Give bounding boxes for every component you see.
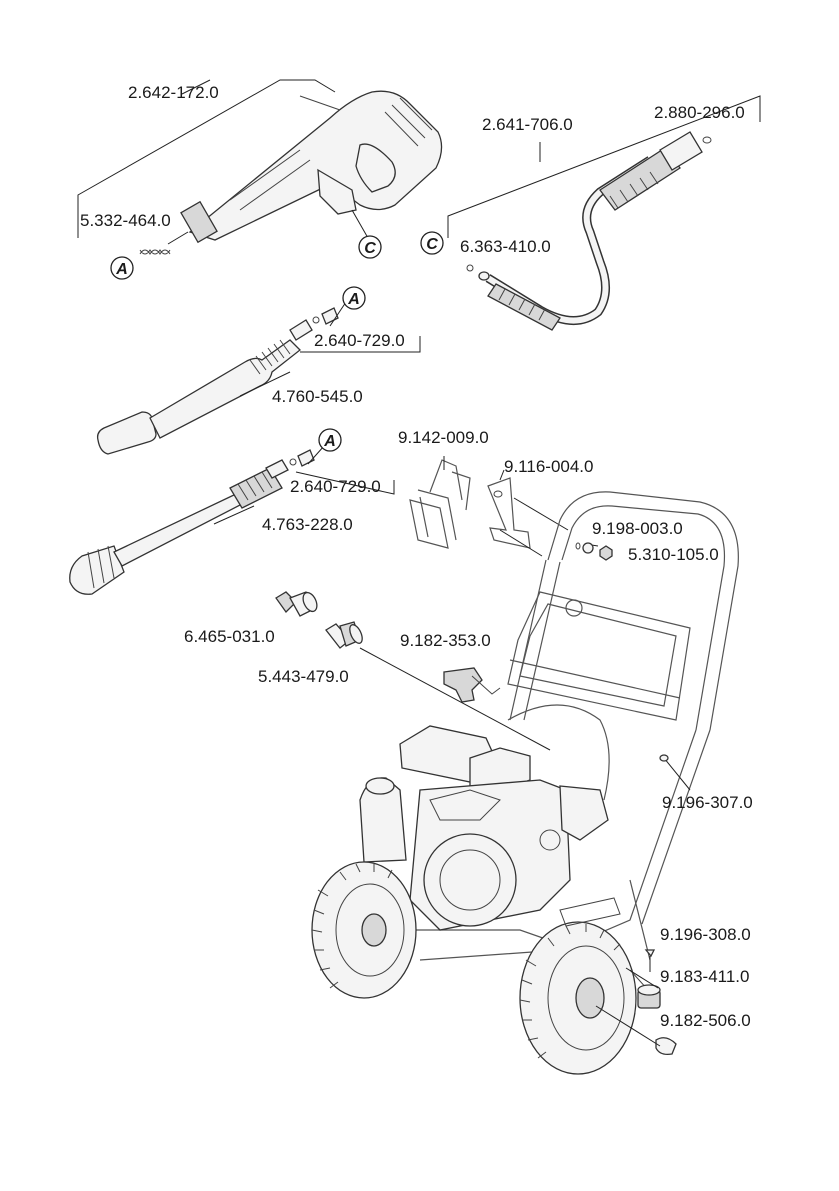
label-foot-rubber: 9.183-411.0 (660, 967, 749, 986)
ref-a-lance-text: A (347, 291, 360, 308)
ref-c-hose-text: C (426, 236, 438, 253)
label-hose-oring: 2.880-296.0 (654, 103, 745, 122)
washer-nut-illustration (575, 542, 613, 561)
ref-a-lance: A (342, 286, 366, 310)
foot-parts-illustration (595, 949, 677, 1056)
label-coupling-b: 5.443-479.0 (258, 667, 349, 686)
label-holder-bracket: 9.142-009.0 (398, 428, 489, 447)
ref-a-gun-text: A (115, 261, 128, 278)
label-adapter-lance: 2.640-729.0 (314, 331, 405, 350)
label-lance-nozzle: 4.760-545.0 (272, 387, 363, 406)
label-screw: 9.196-307.0 (662, 793, 753, 812)
label-turbo-lance: 4.763-228.0 (262, 515, 353, 534)
coupling-b-illustration (325, 621, 363, 649)
ref-a-turbo-text: A (323, 433, 336, 450)
label-trigger-gun: 2.642-172.0 (128, 83, 219, 102)
spring-illustration (139, 231, 189, 255)
ref-c-hose: C (420, 231, 444, 255)
ref-a-turbo: A (318, 428, 342, 452)
pressure-washer-frame-illustration (311, 491, 739, 1075)
label-coupling-a: 6.465-031.0 (184, 627, 275, 646)
label-hose-hook: 9.116-004.0 (504, 457, 593, 476)
knob-illustration (443, 667, 501, 703)
ref-c-gun-text: C (364, 240, 376, 257)
lance-nozzle-illustration (96, 307, 339, 455)
ref-c-gun: C (358, 235, 382, 259)
hose-illustration (466, 131, 712, 331)
label-hose-oring-small: 6.363-410.0 (460, 237, 551, 256)
screw-illustration (659, 754, 691, 791)
label-foot-cap: 9.182-506.0 (660, 1011, 751, 1030)
coupling-a-illustration (275, 591, 318, 617)
label-hose: 2.641-706.0 (482, 115, 573, 134)
label-washer: 9.198-003.0 (592, 519, 683, 538)
turbo-lance-illustration (69, 449, 315, 595)
trigger-gun-illustration (180, 90, 443, 244)
label-nut: 5.310-105.0 (628, 545, 719, 564)
ref-a-gun: A (110, 256, 134, 280)
label-foot-screw: 9.196-308.0 (660, 925, 751, 944)
label-gun-spring: 5.332-464.0 (80, 211, 171, 230)
label-adapter-turbo: 2.640-729.0 (290, 477, 381, 496)
label-knob: 9.182-353.0 (400, 631, 491, 650)
